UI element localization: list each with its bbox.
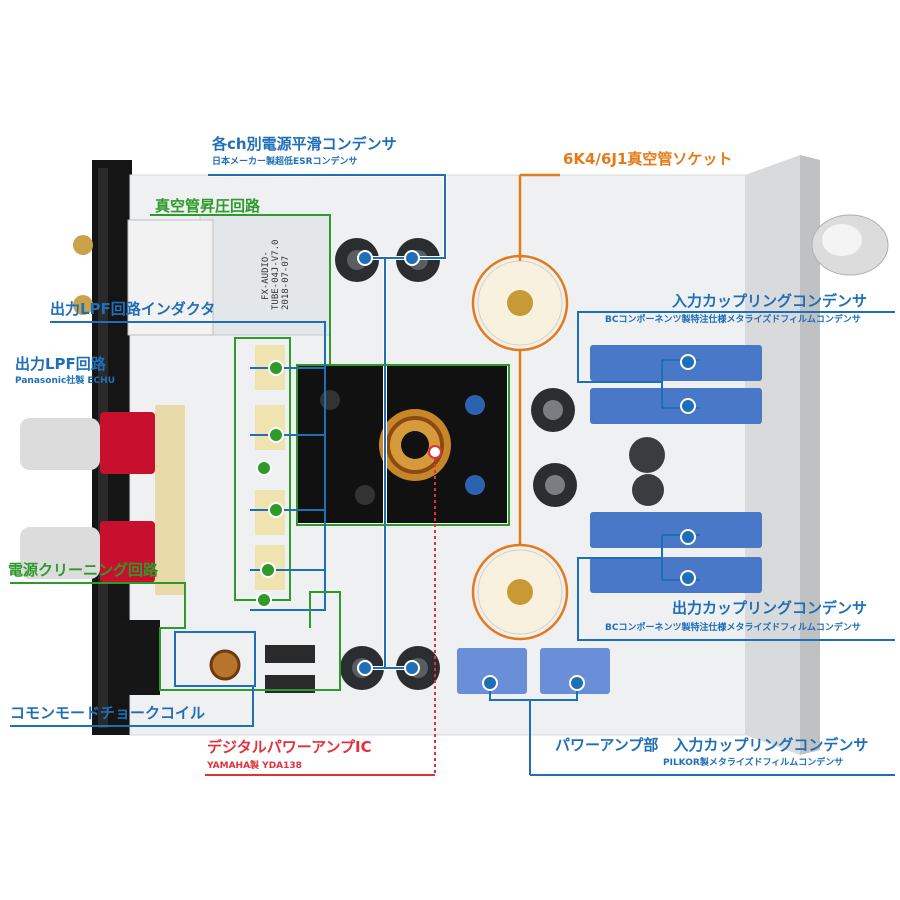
digital-amp-lines	[205, 445, 442, 776]
power-amp-coupling-title: パワーアンプ部 入力カップリングコンデンサ	[555, 736, 869, 754]
tube-socket-title: 6K4/6J1真空管ソケット	[563, 150, 733, 168]
power-section	[120, 620, 315, 695]
side-plate	[745, 155, 889, 755]
tube-boost-lines	[150, 214, 510, 526]
power-cleaning-lines	[10, 582, 341, 691]
tube-socket-lines	[471, 173, 569, 641]
lpf-markers	[256, 360, 284, 608]
silkscreen-board: TUBE-04J-V7.0	[271, 240, 281, 310]
tube-sockets	[477, 260, 563, 635]
digital-amp-sub: YAMAHA製 YDA138	[207, 761, 302, 771]
choke-lines	[10, 631, 256, 727]
output-coupling-markers	[680, 529, 696, 586]
tube-boost-title: 真空管昇圧回路	[155, 197, 261, 215]
cap-markers	[357, 250, 420, 676]
lpf-circuit-title: 出力LPF回路	[15, 355, 106, 373]
input-connector	[73, 219, 214, 336]
amp-module	[297, 365, 507, 523]
digital-amp-title: デジタルパワーアンプIC	[207, 738, 372, 756]
output-coupling-title: 出力カップリングコンデンサ	[672, 599, 868, 617]
lpf-inductor-title: 出力LPF回路インダクタ	[50, 300, 216, 318]
silkscreen-model: FX-AUDIO-	[261, 251, 271, 300]
speaker-terminals	[20, 405, 185, 595]
smoothing-caps-title: 各ch別電源平滑コンデンサ	[212, 135, 397, 153]
input-coupling-sub: BCコンポーネンツ製特注仕様メタライズドフィルムコンデンサ	[605, 315, 861, 325]
silkscreen-date: 2018-07-07	[281, 256, 291, 310]
lpf-circuit-sub: Panasonic社製 ECHU	[15, 376, 116, 386]
input-coupling-title: 入力カップリングコンデンサ	[672, 292, 868, 310]
film-capacitors	[457, 345, 762, 694]
smoothing-caps-sub: 日本メーカー製超低ESRコンデンサ	[212, 157, 358, 167]
power-cleaning-title: 電源クリーニング回路	[8, 561, 159, 579]
power-amp-coupling-sub: PILKOR製メタライズドフィルムコンデンサ	[663, 758, 844, 768]
input-coupling-markers	[680, 354, 696, 414]
output-coupling-sub: BCコンポーネンツ製特注仕様メタライズドフィルムコンデンサ	[605, 623, 861, 633]
common-mode-choke-title: コモンモードチョークコイル	[10, 704, 206, 722]
power-amp-coupling-markers	[482, 675, 585, 691]
